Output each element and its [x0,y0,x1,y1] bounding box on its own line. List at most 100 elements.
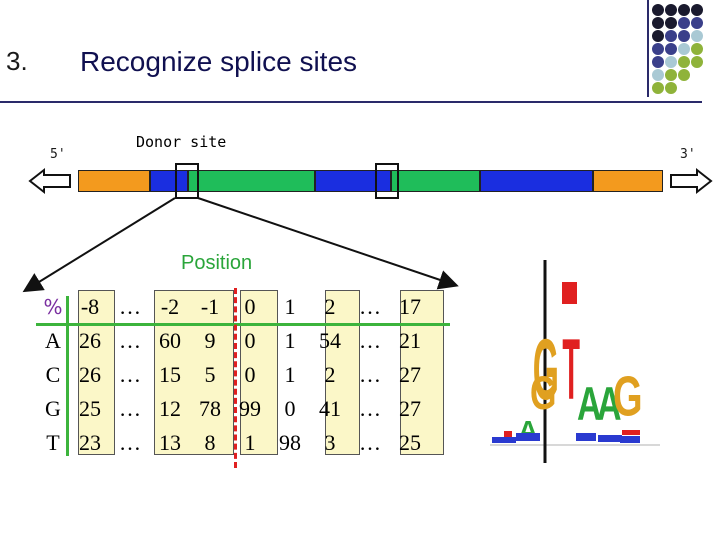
logo-letter-a-2: A [597,378,622,431]
decor-dot [678,43,690,55]
sequence-logo: G T A G A A G [490,260,660,463]
decor-dot [652,17,664,29]
decor-dot [678,17,690,29]
exon-segment-blue-2 [315,170,391,192]
percent-cell: 3 [324,430,336,455]
logo-letter-g-left: G [530,366,556,419]
column-highlight-17 [400,290,444,455]
percent-cell: 23 [79,430,101,455]
decor-dot [665,43,677,55]
position-cell: 0 [244,294,256,319]
decor-dot [691,4,703,16]
decor-dot [665,56,677,68]
right-arrow-icon [670,167,713,195]
decor-dot [652,56,664,68]
five-prime-label: 5' [50,147,66,162]
percent-cell: 1 [244,430,256,455]
decor-dot [652,30,664,42]
position-cell: 1 [284,294,296,319]
decor-dot [678,30,690,42]
position-cell: 17 [399,294,421,319]
position-cell: 2 [324,294,336,319]
decor-dot [665,69,677,81]
decor-dot [652,69,664,81]
base-label: T [46,430,60,455]
decor-dot [665,4,677,16]
percent-cell: 41 [319,396,341,421]
percent-cell: 54 [319,328,341,353]
base-row-t: T 23 … 13 8 1 98 3 … 25 [36,426,430,460]
logo-letter-a: A [518,415,538,446]
position-weight-matrix: % -8 … -2 -1 0 1 2 … 17 A 26 … 60 9 0 1 … [36,290,430,460]
percent-cell: 9 [204,328,216,353]
title-vertical-rule [647,0,649,97]
base-row-a: A 26 … 60 9 0 1 54 … 21 [36,324,430,358]
base-label: A [45,328,61,353]
acceptor-site-box [375,163,399,199]
donor-site-label: Donor site [136,133,227,151]
percent-cell: 98 [279,430,301,455]
logo-letter-g: G [533,321,559,417]
percent-cell: 27 [399,362,421,387]
percent-cell: 5 [204,362,216,387]
base-column-green-rule [66,296,69,456]
logo-letter-g-right: G [613,365,643,429]
column-highlight-minus2-minus1 [154,290,234,455]
decor-dot [678,4,690,16]
percent-cell: 2 [324,362,336,387]
title-rule [0,101,702,103]
logo-small-mark [620,436,640,443]
intron-segment-1 [188,170,315,192]
intron-segment-2 [391,170,480,192]
percent-cell: 60 [159,328,181,353]
percent-cell: 99 [239,396,261,421]
logo-small-mark [622,430,640,435]
base-label: G [45,396,61,421]
percent-cell: 25 [79,396,101,421]
percent-cell: 8 [204,430,216,455]
percent-cell: 0 [244,362,256,387]
exon-segment-blue-1 [150,170,188,192]
position-cell: -1 [200,294,220,319]
percent-cell: 1 [284,362,296,387]
logo-small-mark [598,435,622,442]
base-row-g: G 25 … 12 78 99 0 41 … 27 [36,392,430,426]
position-header-row: % -8 … -2 -1 0 1 2 … 17 [36,290,430,324]
logo-small-mark [504,431,512,437]
percent-cell: 27 [399,396,421,421]
decor-dot [691,56,703,68]
exon-segment-blue-3 [480,170,593,192]
percent-cell: … [119,362,141,387]
position-cell: -8 [80,294,100,319]
decor-dot [691,43,703,55]
logo-small-mark [576,433,596,441]
logo-top-bar [562,282,577,304]
position-cell: … [119,294,141,319]
decor-dot [652,82,664,94]
percent-label: % [43,295,63,319]
exon-segment-orange-left [78,170,150,192]
decor-dot [678,56,690,68]
position-label: Position [181,252,253,274]
splice-boundary-red-rule [234,288,237,468]
percent-cell: 21 [399,328,421,353]
percent-cell: 12 [159,396,181,421]
column-highlight-minus8 [78,290,115,455]
slide-number: 3. [6,46,28,76]
zoom-line-right [197,197,459,290]
decor-dot [652,43,664,55]
decor-dot [678,69,690,81]
position-cell: -2 [160,294,180,319]
percent-cell: … [359,430,381,455]
column-highlight-2 [325,290,360,455]
three-prime-label: 3' [680,147,696,162]
decor-dot [665,17,677,29]
percent-cell: 78 [199,396,221,421]
percent-cell: 25 [399,430,421,455]
logo-small-mark [492,437,516,443]
decor-dot [665,82,677,94]
donor-site-box [175,163,199,199]
percent-cell: 0 [244,328,256,353]
percent-cell: 1 [284,328,296,353]
